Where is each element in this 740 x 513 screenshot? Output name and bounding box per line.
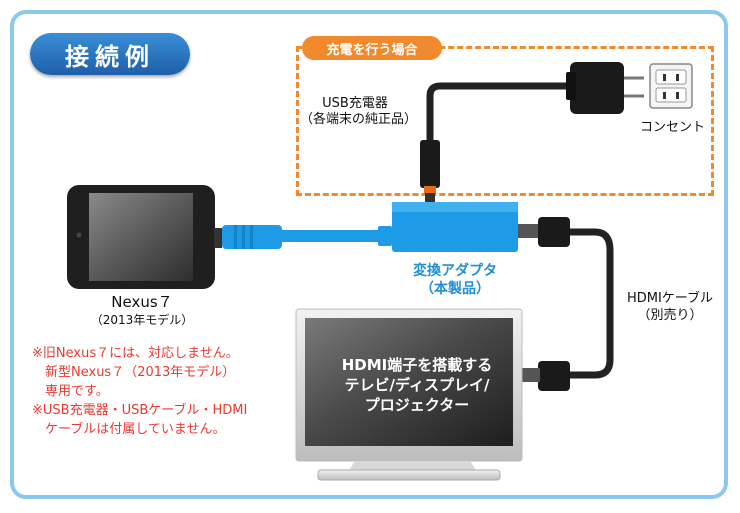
notes: ※旧Nexus７には、対応しません。 新型Nexus７（2013年モデル） 専用…	[32, 344, 247, 439]
tv-screen-caption: HDMI端子を搭載する テレビ/ディスプレイ/ プロジェクター	[318, 355, 516, 415]
tablet-nexus7-icon	[67, 185, 222, 289]
usb-charger-cable	[420, 82, 584, 203]
charger-label: USB充電器 （各端末の純正品）	[300, 96, 418, 128]
hdmi-cable-label-line2: （別売り）	[637, 308, 703, 323]
charging-tag: 充電を行う場合	[302, 36, 442, 60]
charger-label-line1: USB充電器	[322, 96, 388, 111]
hdmi-cable-label-line1: HDMIケーブル	[626, 291, 714, 306]
charging-area	[296, 46, 714, 196]
note-line: 専用です。	[32, 384, 109, 399]
hdmi-cable-label: HDMIケーブル （別売り）	[616, 290, 724, 324]
power-outlet-icon	[649, 63, 693, 109]
tablet-name: Nexus７	[111, 293, 173, 311]
outlet-label: コンセント	[640, 120, 706, 135]
tv-caption-line: テレビ/ディスプレイ/	[344, 376, 490, 394]
micro-usb-cable	[222, 225, 392, 249]
usb-charger-icon	[566, 62, 644, 114]
tablet-label: Nexus７ （2013年モデル）	[72, 292, 212, 328]
hdmi-cable	[518, 217, 614, 391]
tv-caption-line: プロジェクター	[364, 396, 470, 414]
tablet-model: （2013年モデル）	[90, 313, 194, 327]
note-line: ※USB充電器・USBケーブル・HDMI	[32, 403, 248, 418]
note-line: ※旧Nexus７には、対応しません。	[32, 346, 239, 361]
charger-label-line2: （各端末の純正品）	[300, 112, 418, 127]
television-icon	[295, 308, 523, 481]
adapter-label-line2: （本製品）	[420, 281, 490, 297]
adapter-label-line1: 変換アダプタ	[413, 263, 497, 279]
note-line: 新型Nexus７（2013年モデル）	[32, 365, 236, 380]
adapter-label: 変換アダプタ （本製品）	[392, 262, 518, 298]
note-line: ケーブルは付属していません。	[32, 422, 226, 437]
tv-caption-line: HDMI端子を搭載する	[341, 356, 493, 374]
conversion-adapter-icon	[392, 202, 518, 252]
heading-badge: 接続例	[30, 33, 190, 75]
